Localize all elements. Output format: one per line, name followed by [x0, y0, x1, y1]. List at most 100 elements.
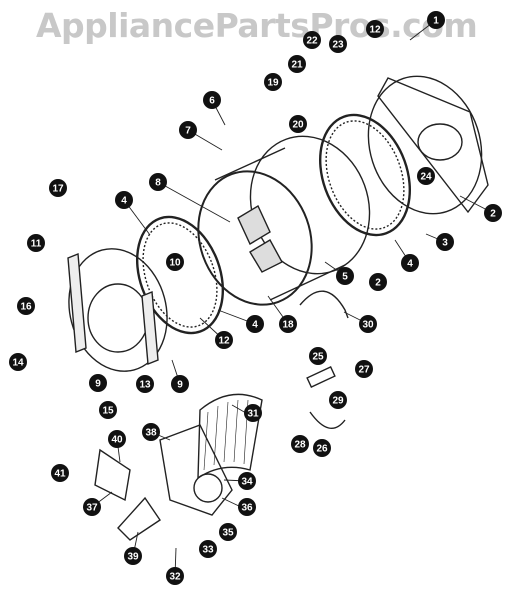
watermark: AppliancePartsPros.com [36, 6, 478, 45]
callout-number: 1 [433, 16, 439, 27]
callout-number: 4 [252, 320, 258, 331]
callout-12: 12 [215, 331, 233, 349]
callout-38: 38 [142, 423, 160, 441]
callout-number: 11 [31, 239, 42, 250]
callout-number: 17 [52, 184, 64, 195]
callout-circle [369, 273, 387, 291]
callout-number: 16 [20, 302, 32, 313]
callout-circle [171, 375, 189, 393]
callout-32: 32 [166, 567, 184, 585]
callout-circle [484, 204, 502, 222]
callout-circle [199, 540, 217, 558]
drum-front-rim [197, 170, 313, 306]
callout-37: 37 [83, 498, 101, 516]
callout-circle [215, 331, 233, 349]
callout-23: 23 [329, 35, 347, 53]
callout-circle [329, 35, 347, 53]
callout-number: 36 [241, 503, 253, 514]
rear-bulkhead [377, 77, 489, 214]
callout-number: 3 [442, 238, 448, 249]
callout-7: 7 [179, 121, 197, 139]
callout-circle [401, 254, 419, 272]
callout-circle [288, 55, 306, 73]
callout-22: 22 [303, 31, 321, 49]
rear-bulkhead-face [367, 75, 483, 215]
callout-circle [264, 73, 282, 91]
callout-number: 4 [407, 259, 413, 270]
callout-circle [336, 267, 354, 285]
callout-circle [9, 353, 27, 371]
callout-31: 31 [244, 404, 262, 422]
thermistor-lead [309, 411, 346, 429]
callout-30: 30 [359, 315, 377, 333]
callout-circle [329, 391, 347, 409]
rear-seal-inner [325, 120, 405, 230]
callout-4: 4 [401, 254, 419, 272]
callout-number: 2 [490, 209, 496, 220]
callout-9: 9 [89, 374, 107, 392]
callout-19: 19 [264, 73, 282, 91]
callout-number: 2 [375, 278, 381, 289]
blower-housing [159, 424, 233, 516]
callout-number: 32 [169, 572, 181, 583]
callout-circle [179, 121, 197, 139]
callout-circle [83, 498, 101, 516]
callout-circle [238, 472, 256, 490]
callout-number: 10 [169, 258, 181, 269]
callout-circle [303, 31, 321, 49]
callout-14: 14 [9, 353, 27, 371]
callout-number: 30 [362, 320, 374, 331]
callout-number: 13 [139, 380, 151, 391]
drum-belt [299, 290, 349, 319]
callout-6: 6 [203, 91, 221, 109]
front-bulkhead-bracket [67, 252, 87, 354]
callout-12: 12 [366, 20, 384, 38]
callout-34: 34 [238, 472, 256, 490]
callout-16: 16 [17, 297, 35, 315]
callout-number: 40 [111, 435, 123, 446]
callout-25: 25 [309, 347, 327, 365]
callout-circle [279, 315, 297, 333]
callout-circle [51, 464, 69, 482]
callout-circle [142, 423, 160, 441]
callout-8: 8 [149, 173, 167, 191]
callout-number: 14 [12, 358, 24, 369]
callout-circle [291, 435, 309, 453]
front-bulkhead [68, 248, 168, 372]
rear-bulkhead-opening [417, 123, 463, 161]
callout-circle [427, 11, 445, 29]
callout-2: 2 [484, 204, 502, 222]
callout-number: 12 [369, 25, 381, 36]
callout-41: 41 [51, 464, 69, 482]
blower-wheel [193, 473, 223, 503]
callout-number: 39 [127, 552, 139, 563]
callout-number: 15 [102, 406, 114, 417]
front-bulkhead-bracket-2 [141, 291, 159, 365]
callout-circle [49, 179, 67, 197]
callout-35: 35 [219, 523, 237, 541]
callout-circle [355, 360, 373, 378]
callout-number: 4 [121, 196, 127, 207]
callout-number: 12 [218, 336, 230, 347]
callout-circle [313, 439, 331, 457]
front-bulkhead-opening [87, 283, 149, 353]
callout-15: 15 [99, 401, 117, 419]
duct-panel-2 [117, 496, 161, 541]
duct-panel [94, 448, 131, 502]
callout-33: 33 [199, 540, 217, 558]
callout-39: 39 [124, 547, 142, 565]
callout-4: 4 [246, 315, 264, 333]
callout-24: 24 [417, 167, 435, 185]
callout-number: 37 [86, 503, 98, 514]
callout-number: 38 [145, 428, 157, 439]
callout-number: 19 [267, 78, 279, 89]
callout-number: 8 [155, 178, 161, 189]
callout-number: 24 [420, 172, 432, 183]
callout-number: 28 [294, 440, 306, 451]
callout-circle [417, 167, 435, 185]
callout-3: 3 [436, 233, 454, 251]
callout-11: 11 [27, 234, 45, 252]
callout-number: 6 [209, 96, 215, 107]
callout-number: 31 [247, 409, 259, 420]
callout-29: 29 [329, 391, 347, 409]
